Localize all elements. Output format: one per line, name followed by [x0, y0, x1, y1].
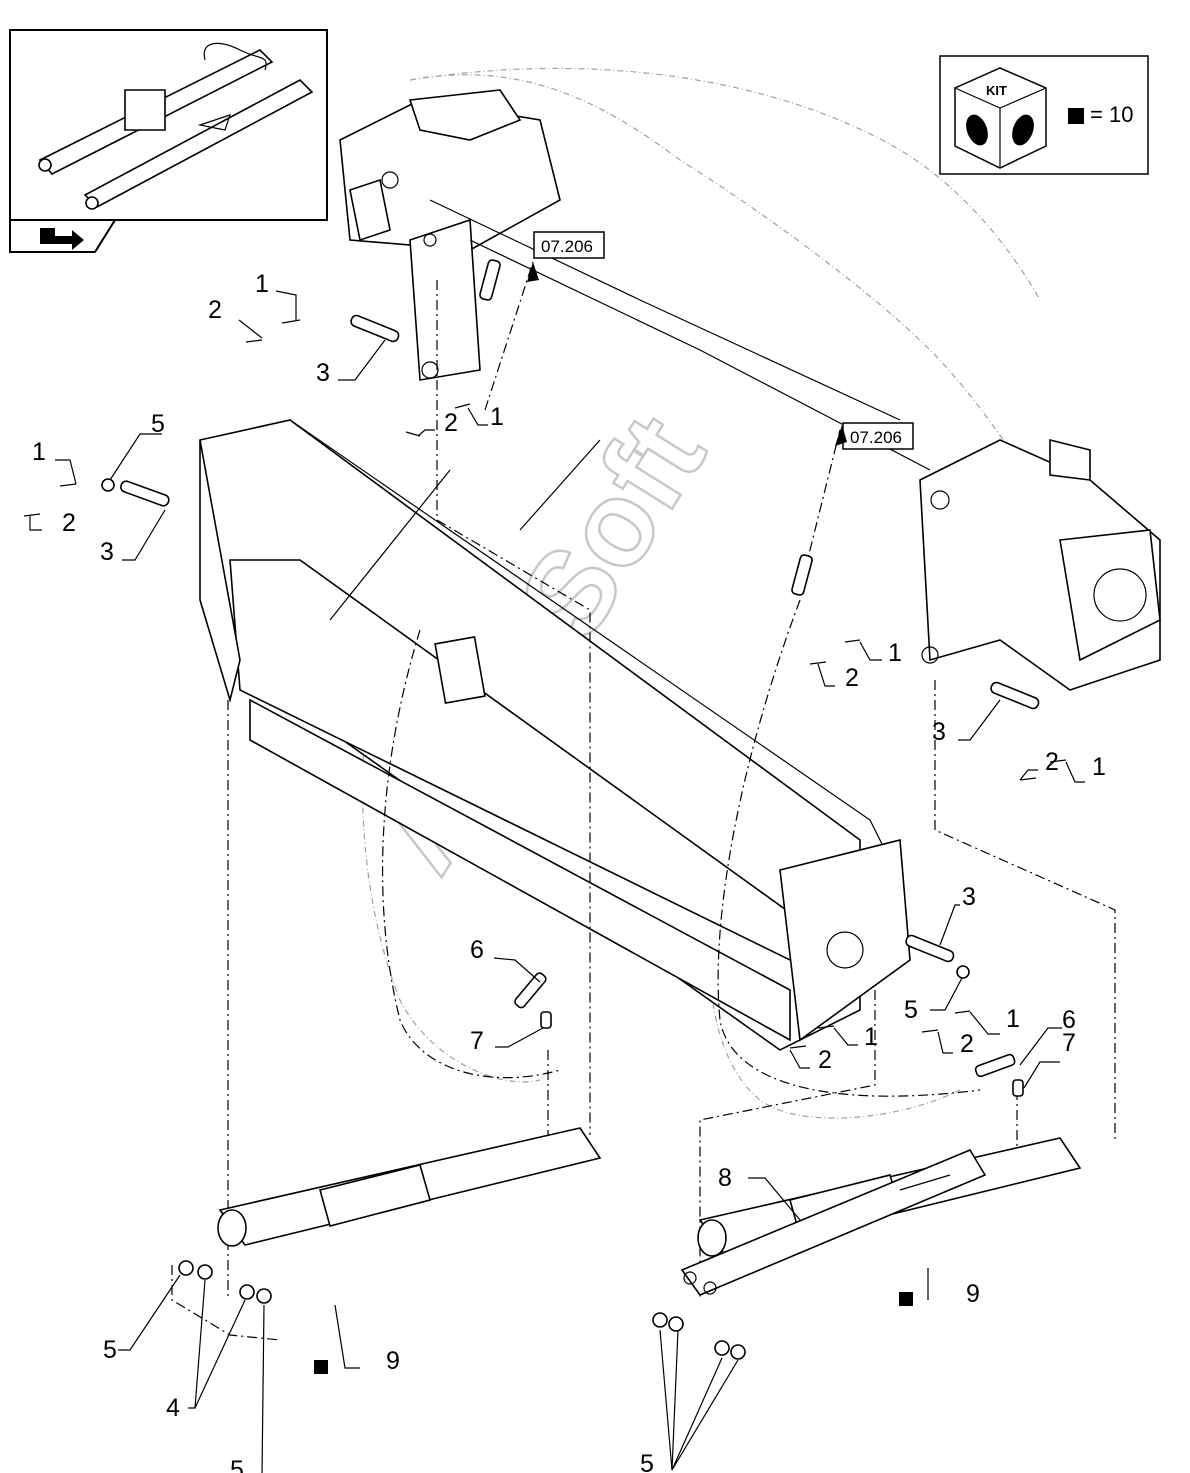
callout-5: 5	[103, 1336, 117, 1364]
callout-2: 2	[62, 509, 76, 537]
kit-symbol	[314, 1360, 328, 1374]
callout-8: 8	[718, 1164, 732, 1192]
callout-2: 2	[960, 1030, 974, 1058]
return-arrow-icon	[40, 228, 84, 250]
callout-1: 1	[32, 438, 46, 466]
callout-7: 7	[1062, 1029, 1076, 1057]
go-to-previous-button[interactable]	[9, 219, 117, 253]
callout-3: 3	[962, 883, 976, 911]
callout-5: 5	[151, 410, 165, 438]
callout-3: 3	[316, 359, 330, 387]
reference-box-top[interactable]: 07.206	[527, 231, 605, 282]
callout-1: 1	[864, 1023, 878, 1051]
callout-3: 3	[932, 718, 946, 746]
callout-1: 1	[1006, 1005, 1020, 1033]
assembly-thumbnail	[9, 29, 328, 221]
reference-label: 07.206	[541, 237, 593, 256]
callout-2: 2	[208, 296, 222, 324]
callout-2: 2	[444, 409, 458, 437]
reference-label: 07.206	[850, 428, 902, 447]
callout-1: 1	[888, 639, 902, 667]
callout-2: 2	[845, 664, 859, 692]
pins-and-clips	[23, 259, 1067, 1097]
callout-1: 1	[255, 270, 269, 298]
callout-6: 6	[470, 936, 484, 964]
hydraulic-cylinder-left	[171, 1127, 602, 1341]
callout-5: 5	[640, 1450, 654, 1473]
kit-symbol	[899, 1292, 913, 1306]
right-frame-bracket	[919, 438, 1161, 691]
callout-5: 5	[904, 996, 918, 1024]
leader-lines	[29, 290, 1085, 1473]
support-arm	[680, 1148, 987, 1296]
callout-4: 4	[166, 1394, 180, 1422]
callout-5: 5	[230, 1456, 244, 1473]
assembly-lines	[227, 261, 1116, 1300]
callout-7: 7	[470, 1027, 484, 1055]
callout-2: 2	[1045, 748, 1059, 776]
callout-9: 9	[386, 1347, 400, 1375]
kit-symbol-icon	[1068, 108, 1084, 124]
leaf-logo-icon	[1012, 114, 1034, 146]
callout-9: 9	[966, 1280, 980, 1308]
kit-quantity-text: = 10	[1090, 102, 1133, 127]
kit-legend: KIT = 10	[939, 55, 1149, 175]
callout-3: 3	[100, 538, 114, 566]
callout-numbers: 2 1 3 1 2 5 1 2 3 1 2 3 1 2 3 5 1 2 1 2 …	[32, 270, 1106, 1473]
upper-frame-bracket	[339, 89, 931, 471]
reference-box-right[interactable]: 07.206	[835, 422, 914, 450]
leaf-logo-icon	[966, 114, 988, 146]
loader-frame	[199, 419, 911, 1051]
callout-1: 1	[490, 403, 504, 431]
kit-badge-text: KIT	[986, 83, 1007, 98]
callout-2: 2	[818, 1046, 832, 1074]
callout-6: 6	[1062, 1006, 1076, 1034]
callout-1: 1	[1092, 753, 1106, 781]
